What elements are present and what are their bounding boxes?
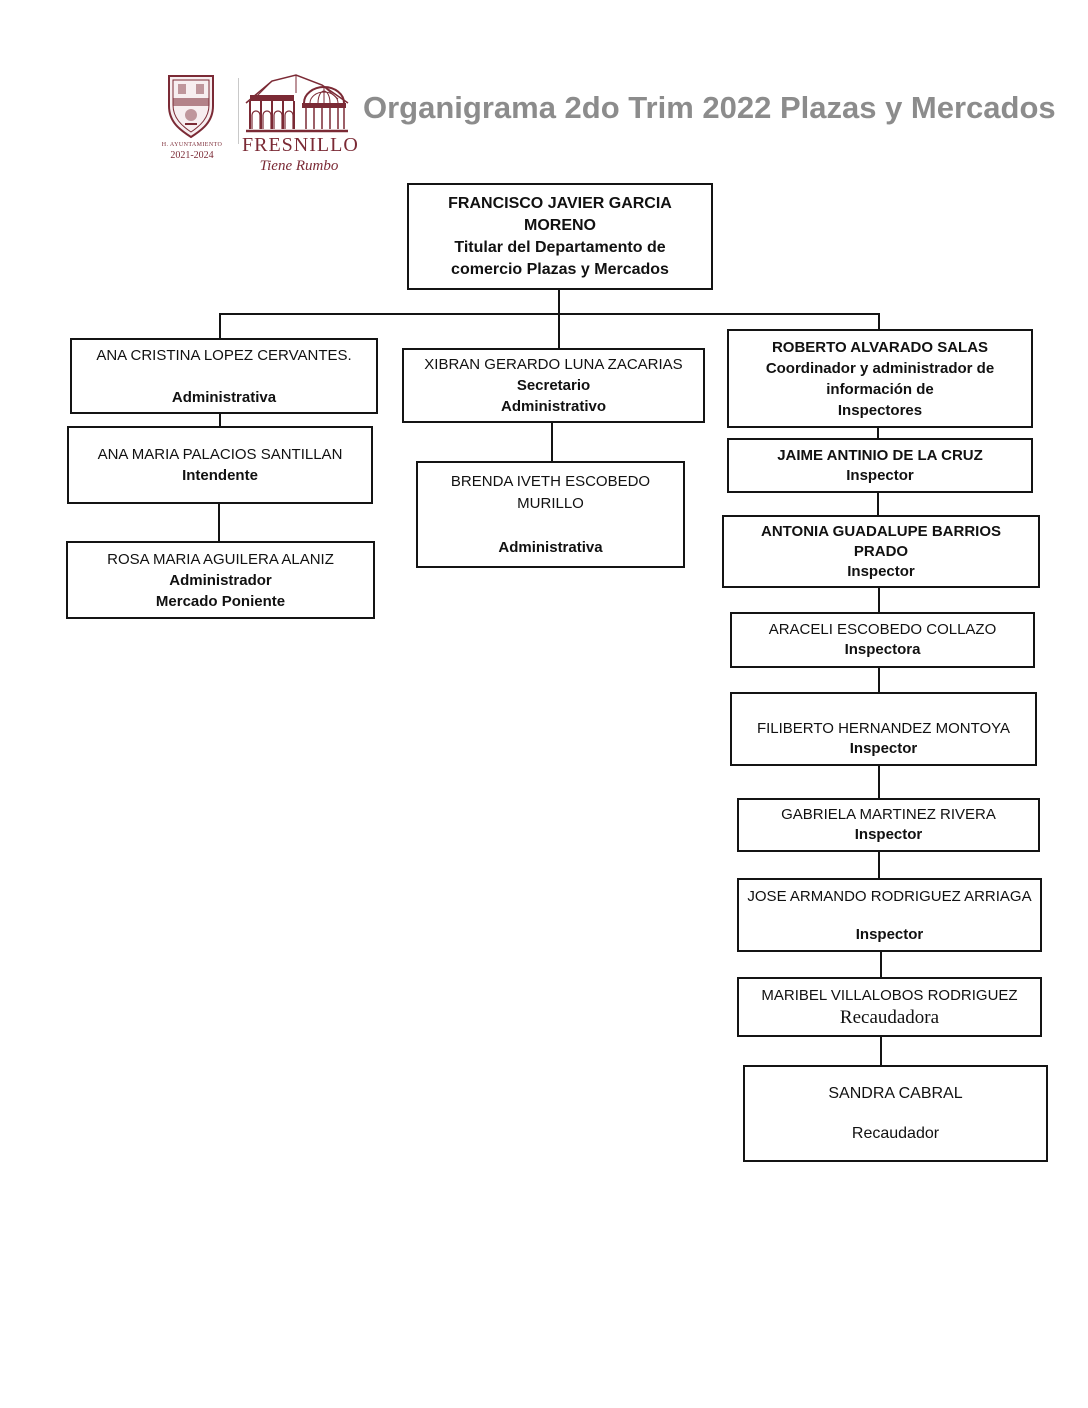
org-box-text: Inspector — [846, 466, 914, 484]
org-box-maribel: MARIBEL VILLALOBOS RODRIGUEZ Recaudadora — [737, 977, 1042, 1037]
org-box-ana-maria: ANA MARIA PALACIOS SANTILLAN Intendente — [67, 426, 373, 504]
connector-line — [877, 493, 879, 515]
org-box-text: BRENDA IVETH ESCOBEDO — [450, 472, 651, 490]
org-box-text: MARIBEL VILLALOBOS RODRIGUEZ — [761, 987, 1018, 1004]
org-box-text: información de — [826, 380, 934, 398]
org-box-text: GABRIELA MARTINEZ RIVERA — [781, 806, 996, 823]
org-box-filiberto: FILIBERTO HERNANDEZ MONTOYA Inspector — [730, 692, 1037, 766]
org-box-text: Coordinador y administrador de — [765, 359, 995, 377]
org-box-text: ANA CRISTINA LOPEZ CERVANTES. — [96, 346, 352, 364]
org-box-gabriela: GABRIELA MARTINEZ RIVERA Inspector — [737, 798, 1040, 852]
org-box-spacer — [76, 366, 372, 387]
org-box-jose-armando: JOSE ARMANDO RODRIGUEZ ARRIAGA Inspector — [737, 878, 1042, 952]
org-box-text: Administrativa — [171, 388, 277, 406]
org-box-text: MURILLO — [517, 494, 584, 512]
connector-line — [877, 428, 879, 438]
org-box-araceli: ARACELI ESCOBEDO COLLAZO Inspectora — [730, 612, 1035, 668]
connector-line — [219, 313, 221, 338]
org-box-text: PRADO — [853, 542, 909, 560]
fresnillo-slogan: Tiene Rumbo — [259, 158, 339, 174]
logo-divider — [238, 78, 239, 144]
connector-line — [558, 290, 560, 313]
org-box-text: Intendente — [182, 467, 258, 484]
connector-line — [218, 504, 220, 541]
connector-line — [219, 313, 878, 315]
org-box-text: comercio Plazas y Mercados — [451, 260, 669, 278]
org-box-spacer — [736, 699, 1031, 719]
connector-line — [878, 588, 880, 612]
org-box-sandra: SANDRA CABRAL Recaudador — [743, 1065, 1048, 1162]
org-box-text: Administrativa — [498, 538, 603, 556]
connector-line — [878, 766, 880, 798]
org-box-text: FILIBERTO HERNANDEZ MONTOYA — [756, 720, 1011, 737]
org-box-antonia: ANTONIA GUADALUPE BARRIOS PRADO Inspector — [722, 515, 1040, 588]
org-box-text: MORENO — [524, 216, 596, 234]
org-box-text: Inspector — [855, 925, 924, 943]
org-box-text: FRANCISCO JAVIER GARCIA — [448, 194, 672, 212]
org-box-text: ANTONIA GUADALUPE BARRIOS — [760, 522, 1001, 540]
fresnillo-logo: H. AYUNTAMIENTO 2021-2024 FRESNILLO Tien… — [148, 68, 360, 184]
connector-line — [878, 313, 880, 329]
org-box-text: Recaudador — [851, 1124, 940, 1142]
connector-line — [551, 423, 553, 461]
connector-line — [880, 1037, 882, 1065]
org-box-text: JOSE ARMANDO RODRIGUEZ ARRIAGA — [747, 887, 1032, 905]
org-box-text: Administrativo — [500, 398, 606, 415]
connector-line — [880, 952, 882, 977]
org-box-text: ROBERTO ALVARADO SALAS — [771, 338, 989, 356]
org-box-brenda: BRENDA IVETH ESCOBEDO MURILLO Administrati… — [416, 461, 685, 568]
org-box-jaime: JAIME ANTINIO DE LA CRUZ Inspector — [727, 438, 1033, 493]
org-box-text: ANA MARIA PALACIOS SANTILLAN — [97, 446, 343, 463]
org-box-spacer — [743, 906, 1036, 925]
org-box-text: Recaudadora — [839, 1007, 940, 1028]
org-box-text: Administrador — [169, 571, 272, 589]
org-box-text: ARACELI ESCOBEDO COLLAZO — [768, 621, 997, 638]
fresnillo-wordmark: FRESNILLO — [242, 134, 359, 156]
org-box-text: JAIME ANTINIO DE LA CRUZ — [777, 446, 983, 464]
org-box-spacer — [749, 1104, 1042, 1124]
ayuntamiento-period: 2021-2024 — [170, 150, 214, 161]
ayuntamiento-label: H. AYUNTAMIENTO — [161, 142, 223, 148]
org-box-spacer — [422, 515, 679, 537]
org-box-text: XIBRAN GERARDO LUNA ZACARIAS — [424, 356, 683, 373]
fresnillo-buildings-icon — [245, 74, 349, 133]
org-box-text: Inspectora — [844, 641, 921, 658]
coat-of-arms-icon — [168, 75, 214, 139]
org-box-text: Inspector — [849, 740, 918, 757]
org-box-text: Secretario — [516, 377, 591, 394]
org-box-text: ROSA MARIA AGUILERA ALANIZ — [107, 550, 334, 568]
connector-line — [558, 313, 560, 348]
org-box-titular: FRANCISCO JAVIER GARCIA MORENO Titular del… — [407, 183, 713, 290]
org-box-ana-cristina: ANA CRISTINA LOPEZ CERVANTES. Administrat… — [70, 338, 378, 414]
connector-line — [878, 852, 880, 878]
connector-line — [219, 414, 221, 426]
org-box-text: Mercado Poniente — [155, 592, 286, 610]
org-box-text: Inspector — [854, 826, 923, 843]
page-title: Organigrama 2do Trim 2022 Plazas y Merca… — [363, 90, 1056, 125]
org-box-roberto: ROBERTO ALVARADO SALAS Coordinador y admi… — [727, 329, 1033, 428]
org-box-text: Inspectores — [837, 401, 923, 419]
org-box-text: SANDRA CABRAL — [828, 1084, 963, 1102]
org-box-text: Inspector — [847, 562, 915, 580]
connector-line — [878, 668, 880, 692]
org-box-text: Titular del Departamento de — [454, 238, 666, 256]
